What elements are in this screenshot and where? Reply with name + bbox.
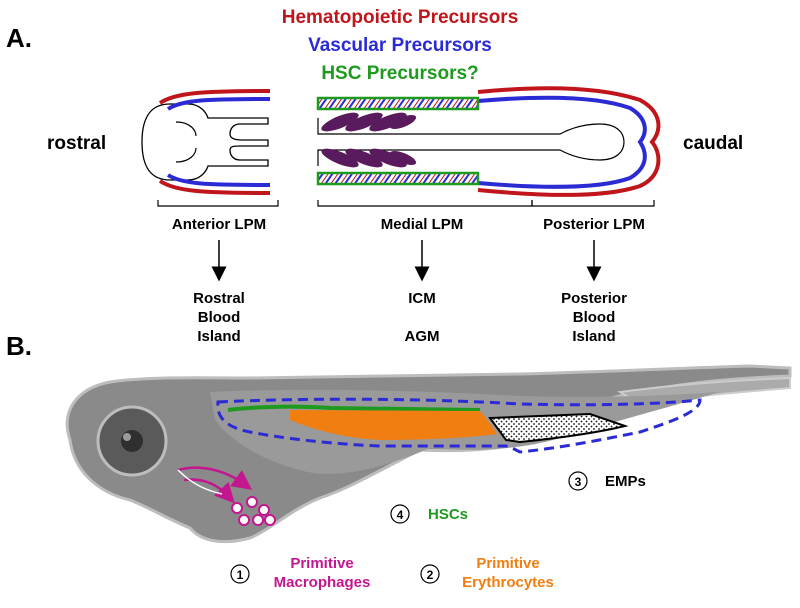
product-anterior-line2: Blood [198,309,241,326]
anterior-embryo-diagram [141,89,271,195]
panel-a-label: A. [6,23,32,53]
title-hematopoietic: Hematopoietic Precursors [282,7,519,28]
legend-macrophages: 1 Primitive Macrophages [230,555,371,591]
vascular-outline [216,397,702,454]
bracket-anterior [157,200,279,207]
anterior-hematopoietic-line-bottom [158,179,271,195]
hsc-region-line [227,404,481,412]
product-anterior-line1: Rostral [193,290,245,307]
trunk-hematopoietic-line [477,86,661,197]
panel-b-label: B. [6,331,32,361]
macrophage-arrow-1 [177,466,253,490]
title-hsc: HSC Precursors? [321,63,478,84]
legend-hscs-label: HSCs [428,506,468,523]
head-notch [175,121,197,163]
trunk-vascular-line [477,95,647,189]
emp-region [488,412,629,444]
legend-number-circle [230,564,250,584]
somites-top [321,112,417,132]
legend-number: 2 [427,568,434,582]
anterior-hematopoietic-line [158,89,271,105]
eye-highlight [123,433,131,441]
product-medial-line3: AGM [405,328,440,345]
legend-number: 4 [397,508,404,522]
macrophage-cells [231,496,276,526]
zebrafish-embryo [65,364,792,544]
anterior-vascular-line-bottom [166,173,271,187]
legend-hscs: 4 HSCs [390,504,468,524]
caudal-label: caudal [683,133,743,154]
legend-number-circle [568,471,588,491]
bracket-medial [317,200,533,207]
legend-emps: 3 EMPs [568,471,646,491]
product-posterior-line1: Posterior [561,290,627,307]
bracket-posterior [531,200,655,207]
legend-erythrocytes-line1: Primitive [476,555,539,572]
somites-bottom [321,148,417,168]
region-name-posterior: Posterior LPM [543,216,645,233]
region-name-anterior: Anterior LPM [172,216,266,233]
macrophage-arrow-3 [177,469,223,495]
product-anterior-line3: Island [197,328,240,345]
legend-erythrocytes-line2: Erythrocytes [462,574,554,591]
legend-erythrocytes: 2 Primitive Erythrocytes [420,555,554,591]
product-medial-line1: ICM [408,290,436,307]
trunk-embryo-diagram [316,86,661,197]
product-posterior-line2: Blood [573,309,616,326]
region-brackets [157,200,655,207]
eye-lens [121,430,143,452]
product-posterior-line3: Island [572,328,615,345]
head-outline [141,103,269,181]
erythrocyte-region [290,410,497,440]
legend-number-circle [420,564,440,584]
legend-macrophages-line2: Macrophages [274,574,371,591]
legend-number: 1 [237,568,244,582]
rostral-label: rostral [47,133,106,154]
hsc-precursor-stripe-top [316,96,480,111]
notochord [317,118,625,166]
legend-number: 3 [575,475,582,489]
legend-emps-label: EMPs [605,473,646,490]
title-vascular: Vascular Precursors [308,35,492,56]
legend-macrophages-line1: Primitive [290,555,353,572]
region-name-medial: Medial LPM [381,216,464,233]
hsc-precursor-stripe-bottom [316,171,480,186]
anterior-vascular-line [166,97,271,111]
legend-number-circle [390,504,410,524]
